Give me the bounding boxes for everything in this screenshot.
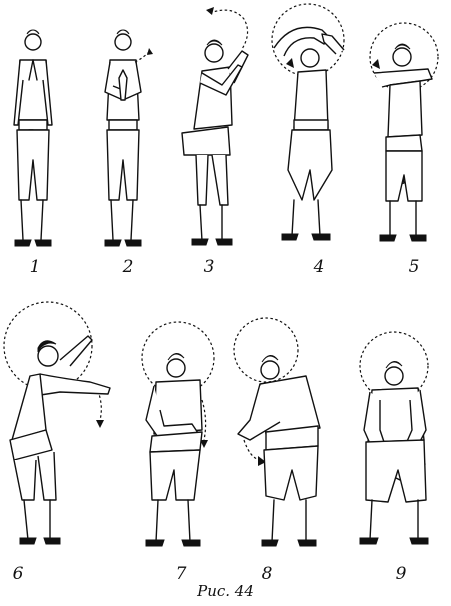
pose-4-illustration	[262, 0, 357, 250]
pose-6-number: 6	[12, 564, 24, 584]
pose-3-number: 3	[203, 257, 215, 277]
pose-7-illustration	[130, 310, 220, 555]
pose-5-number: 5	[408, 257, 420, 277]
pose-9-illustration	[340, 330, 440, 555]
pose-8-illustration	[220, 310, 330, 555]
pose-9-number: 9	[395, 564, 407, 584]
pose-2-number: 2	[122, 257, 134, 277]
pose-6-illustration	[0, 300, 115, 555]
pose-7-number: 7	[175, 564, 187, 584]
pose-4-number: 4	[313, 257, 325, 277]
pose-1-illustration	[5, 20, 60, 250]
pose-8-number: 8	[261, 564, 273, 584]
pose-2-illustration	[95, 20, 155, 250]
pose-5-illustration	[360, 15, 445, 250]
figure-caption: Рис. 44	[197, 582, 254, 600]
pose-1-number: 1	[29, 257, 41, 277]
pose-3-illustration	[172, 5, 257, 250]
